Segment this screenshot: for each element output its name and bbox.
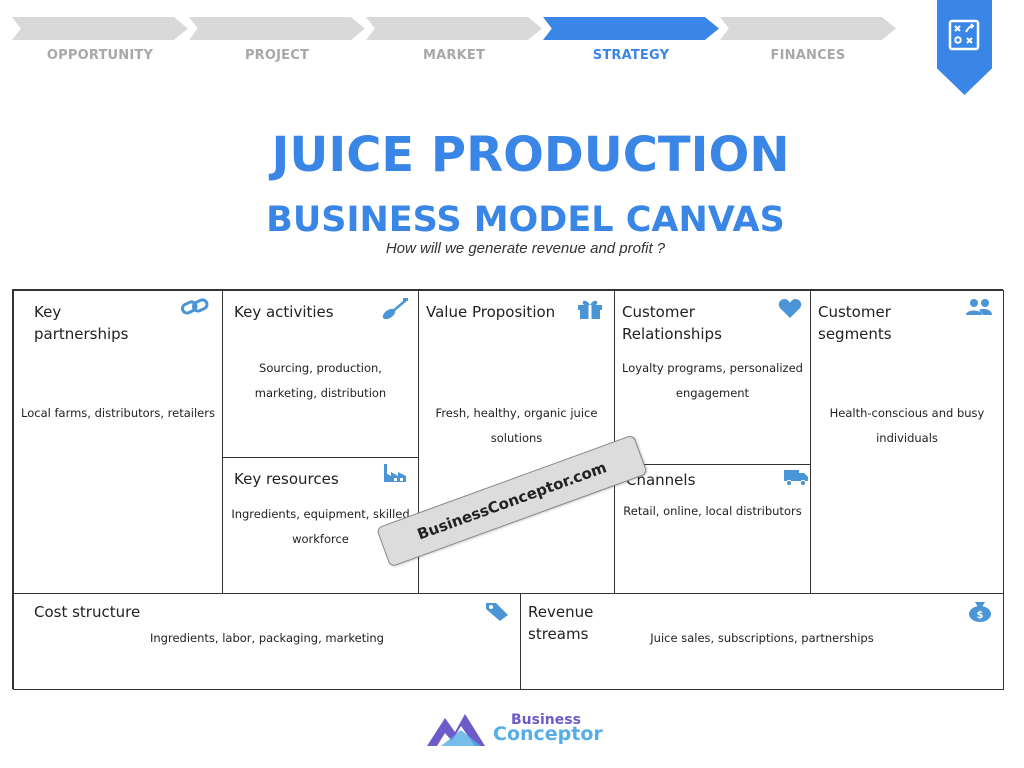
key-activities-text: Sourcing, production, marketing, distrib…	[254, 361, 387, 400]
mountain-logo-icon	[427, 714, 485, 746]
step-arrow	[543, 17, 719, 40]
truck-icon	[784, 470, 808, 487]
channels-text: Retail, online, local distributors	[623, 504, 802, 518]
revenue-streams-heading: Revenue streams	[528, 603, 594, 643]
business-model-canvas: Key partnerships Local farms, distributo…	[12, 289, 1004, 690]
step-opportunity[interactable]: OPPORTUNITY	[12, 17, 188, 63]
step-finances[interactable]: FINANCES	[720, 17, 896, 63]
progress-steps: OPPORTUNITY PROJECT MARKET STRATEGY FINA…	[12, 17, 902, 67]
svg-text:$: $	[977, 610, 984, 621]
channels-heading: Channels	[626, 471, 696, 489]
value-proposition-box[interactable]: Value Proposition Fresh, healthy, organi…	[418, 290, 615, 594]
step-label: OPPORTUNITY	[46, 48, 154, 63]
page-subtitle: BUSINESS MODEL CANVAS	[266, 200, 785, 240]
step-label: STRATEGY	[592, 48, 670, 63]
cost-structure-box[interactable]: Cost structure Ingredients, labor, packa…	[13, 593, 521, 690]
step-arrow	[720, 17, 896, 40]
step-arrow	[189, 17, 365, 40]
customer-relationships-heading: Customer Relationships	[622, 303, 722, 343]
page-question: How will we generate revenue and profit …	[385, 240, 666, 257]
heart-icon	[778, 299, 802, 318]
customer-segments-box[interactable]: Customer segments Health-conscious and b…	[810, 290, 1004, 594]
shovel-icon	[382, 298, 408, 319]
customer-segments-heading: Customer segments	[818, 303, 892, 343]
strategy-ribbon	[937, 0, 992, 95]
channels-box[interactable]: Channels Retail, online, local distribut…	[614, 464, 811, 594]
logo-line2: Conceptor	[493, 723, 603, 745]
key-activities-heading: Key activities	[234, 303, 334, 321]
customer-segments-text: Health-conscious and busy individuals	[829, 406, 985, 445]
step-market[interactable]: MARKET	[366, 17, 542, 63]
key-resources-box[interactable]: Key resources Ingredients, equipment, sk…	[222, 457, 419, 594]
cost-structure-heading: Cost structure	[34, 603, 141, 621]
step-label: MARKET	[422, 48, 486, 63]
step-label: PROJECT	[244, 48, 310, 63]
key-activities-box[interactable]: Key activities Sourcing, production, mar…	[222, 290, 419, 458]
key-resources-heading: Key resources	[234, 470, 339, 488]
key-resources-text: Ingredients, equipment, skilled workforc…	[231, 507, 410, 546]
link-icon	[180, 298, 209, 315]
customer-relationships-text: Loyalty programs, personalized engagemen…	[622, 361, 803, 400]
customer-relationships-box[interactable]: Customer Relationships Loyalty programs,…	[614, 290, 811, 465]
revenue-streams-text: Juice sales, subscriptions, partnerships	[650, 631, 874, 645]
step-project[interactable]: PROJECT	[189, 17, 365, 63]
value-proposition-heading: Value Proposition	[426, 303, 556, 321]
value-proposition-text: Fresh, healthy, organic juice solutions	[435, 406, 598, 445]
page-title: JUICE PRODUCTION	[271, 127, 790, 183]
key-partnerships-heading: Key partnerships	[34, 303, 129, 343]
money-bag-icon: $	[969, 602, 991, 622]
key-partnerships-text: Local farms, distributors, retailers	[21, 406, 215, 420]
step-arrow	[12, 17, 188, 40]
logo-line1: Business	[511, 712, 581, 728]
footer-logo: Business Conceptor	[425, 708, 625, 748]
factory-icon	[384, 464, 406, 482]
gift-icon	[578, 300, 602, 319]
tag-icon	[486, 603, 508, 621]
step-arrow	[366, 17, 542, 40]
key-partnerships-box[interactable]: Key partnerships Local farms, distributo…	[13, 290, 223, 594]
step-strategy[interactable]: STRATEGY	[543, 17, 719, 63]
users-icon	[966, 299, 992, 315]
cost-structure-text: Ingredients, labor, packaging, marketing	[150, 631, 384, 645]
strategy-board-icon	[948, 19, 980, 51]
revenue-streams-box[interactable]: Revenue streams $ Juice sales, subscript…	[520, 593, 1004, 690]
step-label: FINANCES	[770, 48, 846, 63]
